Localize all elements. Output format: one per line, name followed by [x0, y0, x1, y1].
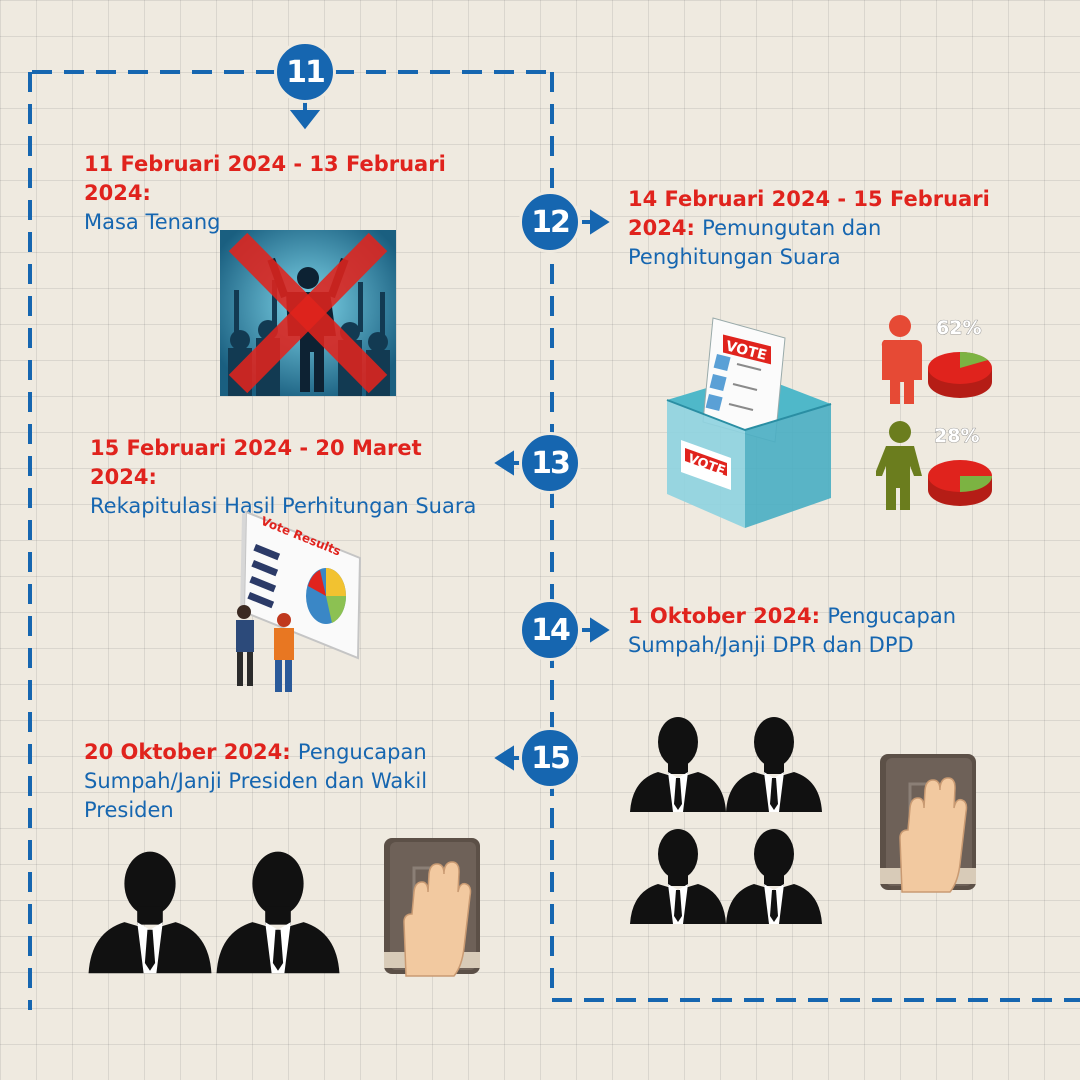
step-13-description: Rekapitulasi Hasil Perhitungan Suara [90, 494, 477, 518]
step-badge-12: 12 [519, 191, 581, 253]
step-12-description: Pemungutan dan Penghitungan Suara [628, 216, 882, 269]
president-oath-officials-icon [88, 851, 340, 974]
oath-book-icon [880, 754, 976, 894]
step-13-text: 15 Februari 2024 - 20 Maret 2024: Rekapi… [90, 434, 490, 521]
step-14-text: 1 Oktober 2024: Pengucapan Sumpah/Janji … [628, 602, 998, 660]
male-percent: 62% [936, 317, 981, 339]
step-14-date: 1 Oktober 2024: [628, 604, 820, 628]
step-12-text: 14 Februari 2024 - 15 Februari 2024: Pem… [628, 185, 1008, 272]
gender-stats-icon: 62% 28% [876, 315, 992, 510]
step-15-date: 20 Oktober 2024: [84, 740, 291, 764]
ballot-box-icon: VOTE VOTE [666, 317, 832, 528]
step-badge-11: 11 [274, 41, 336, 103]
step-15-description: Pengucapan Sumpah/Janji Presiden dan Wak… [84, 740, 428, 822]
female-percent: 28% [934, 425, 979, 447]
step-13-date: 15 Februari 2024 - 20 Maret 2024: [90, 436, 422, 489]
vote-results-icon: Vote Results [236, 510, 362, 692]
president-oath-book-icon [384, 838, 480, 978]
step-12-date: 14 Februari 2024 - 15 Februari 2024: [628, 187, 990, 240]
step-11-description: Masa Tenang [84, 210, 221, 234]
step-14-description: Pengucapan Sumpah/Janji DPR dan DPD [628, 604, 957, 657]
step-15-text: 20 Oktober 2024: Pengucapan Sumpah/Janji… [84, 738, 474, 825]
step-badge-13: 13 [519, 432, 581, 494]
oath-officials-icon [630, 717, 822, 924]
step-11-text: 11 Februari 2024 - 13 Februari 2024: Mas… [84, 150, 514, 237]
step-11-date: 11 Februari 2024 - 13 Februari 2024: [84, 152, 446, 205]
step-badge-14: 14 [519, 599, 581, 661]
silent-period-icon [220, 230, 396, 396]
step-badge-15: 15 [519, 727, 581, 789]
